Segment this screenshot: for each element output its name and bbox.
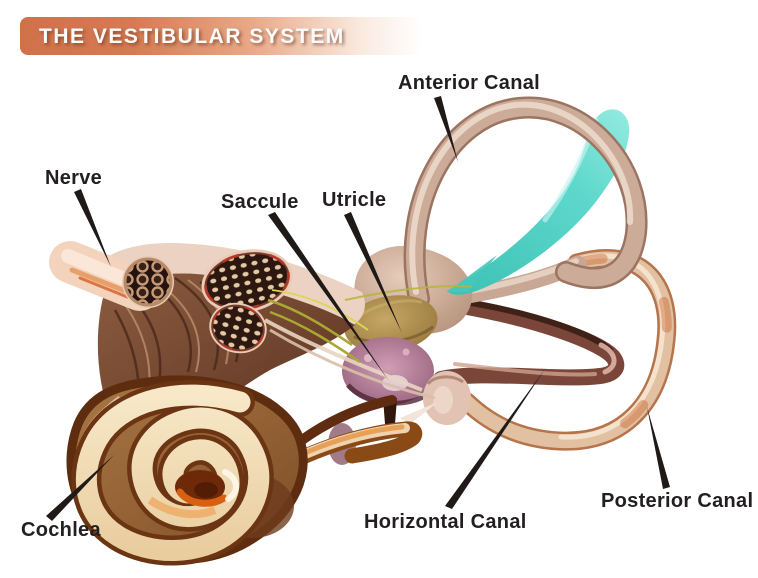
label-posterior-canal: Posterior Canal — [601, 490, 754, 512]
vestibule-spur — [400, 402, 438, 424]
fiber-yellow-1 — [267, 298, 353, 347]
horizontal-canal-highlight — [598, 342, 617, 375]
teal-plane-tip — [447, 255, 497, 292]
leader-posterior-canal — [647, 407, 670, 489]
horizontal-canal — [433, 298, 625, 387]
nerve-bundle-3 — [209, 302, 267, 354]
label-horizontal-canal: Horizontal Canal — [364, 511, 527, 533]
cochlea-spiral-band — [75, 384, 270, 561]
label-utricle: Utricle — [322, 189, 387, 211]
nerve-bundle-1 — [123, 257, 173, 307]
fiber-yellow-2 — [269, 310, 361, 364]
anterior-canal-highlight — [409, 101, 634, 295]
leader-horizontal-canal — [445, 369, 545, 509]
label-cochlea: Cochlea — [21, 519, 101, 541]
nerve-fibers — [264, 285, 473, 400]
leader-utricle — [344, 212, 402, 333]
nerve-cross-sections — [122, 249, 293, 354]
horizontal-canal-tube — [433, 298, 625, 387]
leader-cochlea — [46, 455, 114, 521]
ampulla — [423, 371, 471, 425]
fiber-yellow-3 — [271, 289, 369, 331]
page-title: THE VESTIBULAR SYSTEM — [39, 25, 345, 48]
label-saccule: Saccule — [221, 191, 299, 213]
cochlea-duct-dark — [297, 395, 397, 445]
leader-saccule — [268, 212, 389, 381]
label-anterior-canal: Anterior Canal — [398, 72, 541, 94]
leader-nerve — [74, 189, 111, 267]
leader-lines — [46, 96, 670, 521]
anterior-canal — [403, 96, 648, 310]
label-nerve: Nerve — [45, 167, 103, 189]
cochlea — [66, 375, 423, 566]
leader-anterior-canal — [434, 96, 458, 162]
title-banner: THE VESTIBULAR SYSTEM — [20, 17, 422, 55]
